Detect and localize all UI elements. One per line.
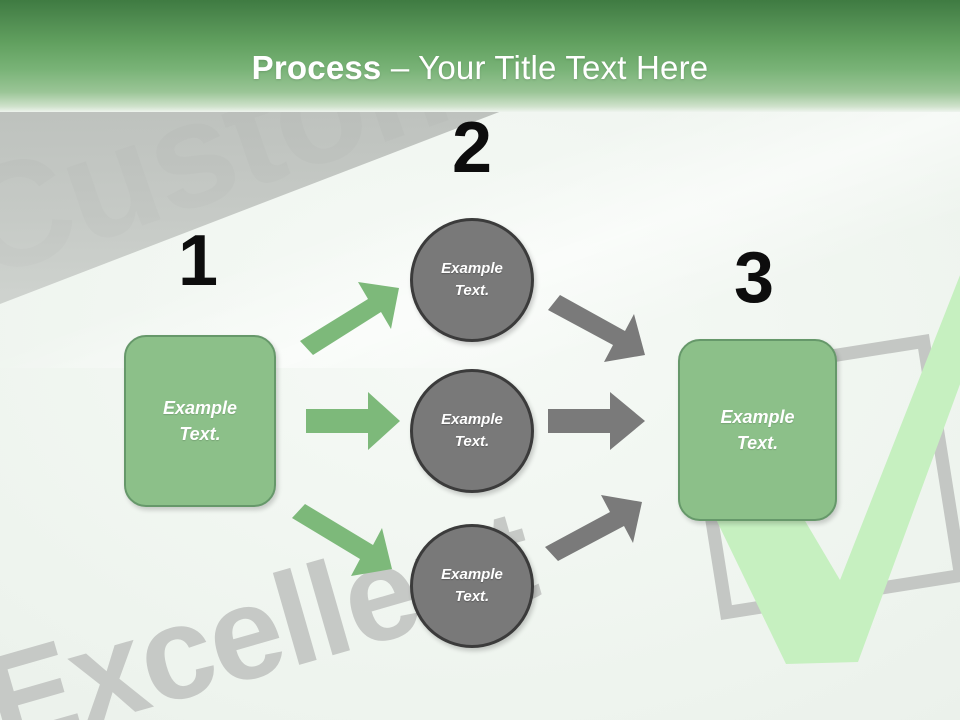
stage2-circle-2[interactable]: Example Text. (410, 369, 534, 493)
checkmark-icon (698, 275, 960, 664)
page-title-rest: – Your Title Text Here (381, 49, 709, 86)
stage1-box-label-line2: Text. (179, 424, 221, 444)
stage3-box-label-line1: Example (720, 407, 795, 427)
stage2-circle-1-line2: Text. (454, 282, 490, 299)
stage2-circle-1[interactable]: Example Text. (410, 218, 534, 342)
stage2-circle-2-line2: Text. (454, 433, 490, 450)
stage3-box-label: Example Text. (720, 404, 794, 456)
stage1-box[interactable]: Example Text. (124, 335, 276, 507)
title-bar: Process – Your Title Text Here (0, 0, 960, 112)
page-title-strong: Process (251, 49, 382, 86)
step-number-1: 1 (177, 221, 219, 301)
stage2-circle-2-line1: Example (441, 411, 503, 428)
stage3-box[interactable]: Example Text. (678, 339, 837, 521)
stage2-circle-2-label: Example Text. (441, 409, 503, 453)
stage2-circle-3[interactable]: Example Text. (410, 524, 534, 648)
step-number-3: 3 (733, 238, 775, 318)
stage2-circle-3-line2: Text. (454, 588, 490, 605)
stage2-circle-3-line1: Example (441, 566, 503, 583)
stage2-circle-1-line1: Example (441, 260, 503, 277)
page-title: Process – Your Title Text Here (0, 49, 960, 87)
stage2-circle-1-label: Example Text. (441, 258, 503, 302)
stage2-circle-3-label: Example Text. (441, 564, 503, 608)
stage1-box-label: Example Text. (163, 395, 237, 447)
stage3-box-label-line2: Text. (736, 433, 779, 453)
stage1-box-label-line1: Example (162, 398, 238, 418)
step-number-2: 2 (451, 108, 493, 188)
